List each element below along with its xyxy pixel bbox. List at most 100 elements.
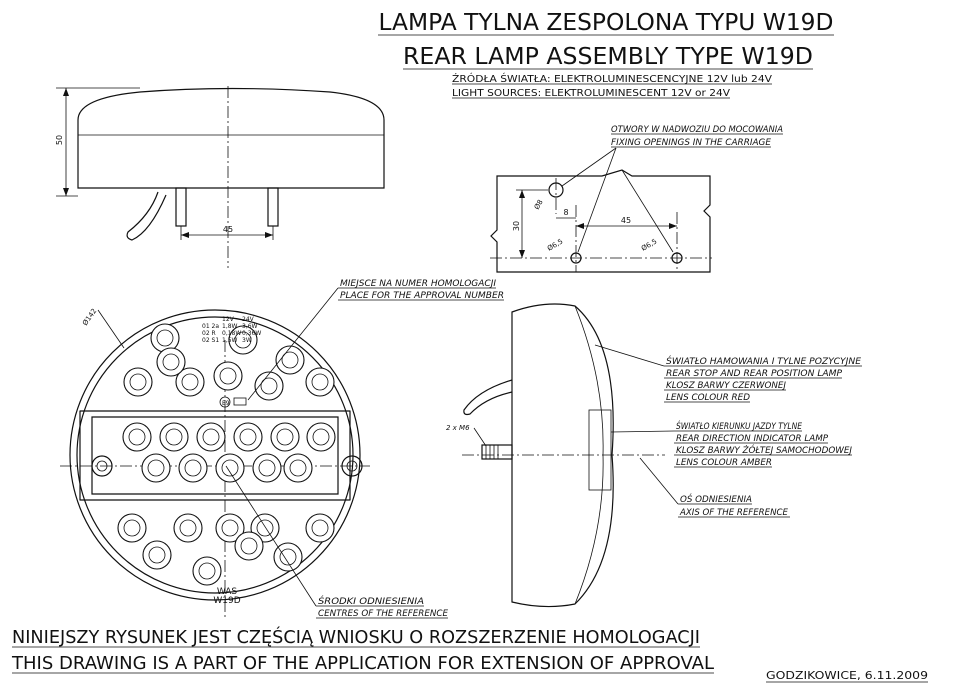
e-mark: E9 (222, 400, 230, 407)
front-view: Ø142 12V 24V 01 2a 1,8W 3,6W 02 R 0,18W … (60, 279, 504, 620)
spec-code: 01 2a (202, 323, 219, 330)
stop-lens-pl: KLOSZ BARWY CZERWONEJ (666, 381, 787, 391)
led-ring (215, 513, 245, 543)
led-ring (117, 513, 147, 543)
led-ring (175, 367, 205, 397)
led-ring (141, 453, 171, 483)
led-lens (179, 519, 197, 537)
led-ring (275, 345, 305, 375)
led-ring (213, 361, 243, 391)
led-ring (159, 422, 189, 452)
led-ring (234, 531, 264, 561)
led-ring (142, 540, 172, 570)
spec-header-24v: 24V (242, 316, 255, 323)
light-sources-pl: ŹRÓDŁA ŚWIATŁA: ELEKTROLUMINESCENCYJNE 1… (452, 72, 772, 85)
stop-lamp-en: REAR STOP AND REAR POSITION LAMP (666, 369, 843, 379)
spec-12v: 1,8W (222, 323, 238, 330)
direction-lens-pl: KLOSZ BARWY ŻÓŁTEJ SAMOCHODOWEJ (676, 444, 853, 456)
spec-12v: 1,5W (222, 337, 238, 344)
spec-header-12v: 12V (222, 316, 235, 323)
pin-spacing-dimension: 45 (223, 225, 233, 234)
brand-label: WAS (217, 587, 238, 597)
side-view: 50 45 (55, 86, 385, 268)
homologation-en: PLACE FOR THE APPROVAL NUMBER (340, 291, 504, 301)
led-lens (165, 428, 183, 446)
axis-en: AXIS OF THE REFERENCE (679, 508, 789, 518)
centres-pl: ŚRODKI ODNIESIENIA (318, 595, 424, 607)
led-lens (281, 351, 299, 369)
led-ring (173, 513, 203, 543)
diameter-label: Ø142 (81, 307, 98, 327)
led-lens (147, 459, 165, 477)
led-lens (181, 373, 199, 391)
led-lens (128, 428, 146, 446)
axis-pl: OŚ ODNIESIENIA (680, 493, 752, 505)
bolt-label: 2 x M6 (446, 424, 470, 432)
led-lens (312, 428, 330, 446)
profile-view: 2 x M6 ŚWIATŁO HAMOWANIA I TYLNE POZYCYJ… (446, 303, 862, 608)
led-ring (192, 556, 222, 586)
mounting-detail: OTWORY W NADWOZIU DO MOCOWANIA FIXING OP… (490, 125, 783, 273)
led-ring (178, 453, 208, 483)
led-ring (150, 323, 180, 353)
spec-24v: 3,6W (242, 323, 258, 330)
led-lens (219, 367, 237, 385)
led-lens (279, 548, 297, 566)
dia-8: Ø8 (533, 198, 545, 211)
led-ring (254, 371, 284, 401)
centres-en: CENTRES OF THE REFERENCE (318, 609, 449, 619)
led-ring (283, 453, 313, 483)
led-lens (221, 519, 239, 537)
led-ring (306, 422, 336, 452)
direction-lamp-pl: ŚWIATŁO KIERUNKU JAZDY TYLNE (676, 420, 803, 432)
led-lens (156, 329, 174, 347)
led-ring (270, 422, 300, 452)
led-lens (198, 562, 216, 580)
led-ring (273, 542, 303, 572)
dia-6-5-left: Ø6,5 (546, 237, 564, 252)
led-ring (156, 347, 186, 377)
title-pl: LAMPA TYLNA ZESPOLONA TYPU W19D (379, 10, 834, 36)
led-lens (148, 546, 166, 564)
led-lens (239, 428, 257, 446)
led-lens (311, 373, 329, 391)
led-lens (258, 459, 276, 477)
model-label: W19D (213, 596, 240, 606)
footer-en: THIS DRAWING IS A PART OF THE APPLICATIO… (11, 653, 714, 674)
led-lens (184, 459, 202, 477)
led-ring (123, 367, 153, 397)
led-ring (122, 422, 152, 452)
fixing-openings-pl: OTWORY W NADWOZIU DO MOCOWANIA (611, 125, 783, 135)
footer-pl: NINIEJSZY RYSUNEK JEST CZĘŚCIĄ WNIOSKU O… (12, 626, 700, 648)
offset-8: 8 (563, 208, 568, 217)
led-lens (240, 537, 258, 555)
led-lens (221, 459, 239, 477)
led-lens (311, 519, 329, 537)
spec-code: 02 S1 (202, 337, 219, 344)
height-dimension: 50 (55, 135, 64, 145)
led-ring (215, 453, 245, 483)
homologation-pl: MIEJSCE NA NUMER HOMOLOGACJI (340, 279, 497, 289)
dia-6-5-right: Ø6,5 (640, 237, 658, 252)
spec-code: 02 R (202, 330, 216, 337)
fixing-openings-en: FIXING OPENINGS IN THE CARRIAGE (611, 138, 772, 148)
stop-lamp-pl: ŚWIATŁO HAMOWANIA I TYLNE POZYCYJNE (666, 355, 862, 367)
led-lens (129, 373, 147, 391)
title-en: REAR LAMP ASSEMBLY TYPE W19D (403, 44, 813, 70)
led-lens (234, 331, 252, 349)
spec-24v: 0,36W (242, 330, 261, 337)
led-lens (162, 353, 180, 371)
led-lens (289, 459, 307, 477)
led-ring (233, 422, 263, 452)
spec-12v: 0,18W (222, 330, 241, 337)
led-ring (305, 513, 335, 543)
stop-lens-en: LENS COLOUR RED (666, 393, 750, 403)
height-30: 30 (512, 221, 521, 231)
direction-lamp-en: REAR DIRECTION INDICATOR LAMP (676, 434, 829, 444)
led-ring (305, 367, 335, 397)
led-lens (256, 519, 274, 537)
led-lens (276, 428, 294, 446)
place-date: GODZIKOWICE, 6.11.2009 (766, 669, 928, 682)
led-ring (252, 453, 282, 483)
